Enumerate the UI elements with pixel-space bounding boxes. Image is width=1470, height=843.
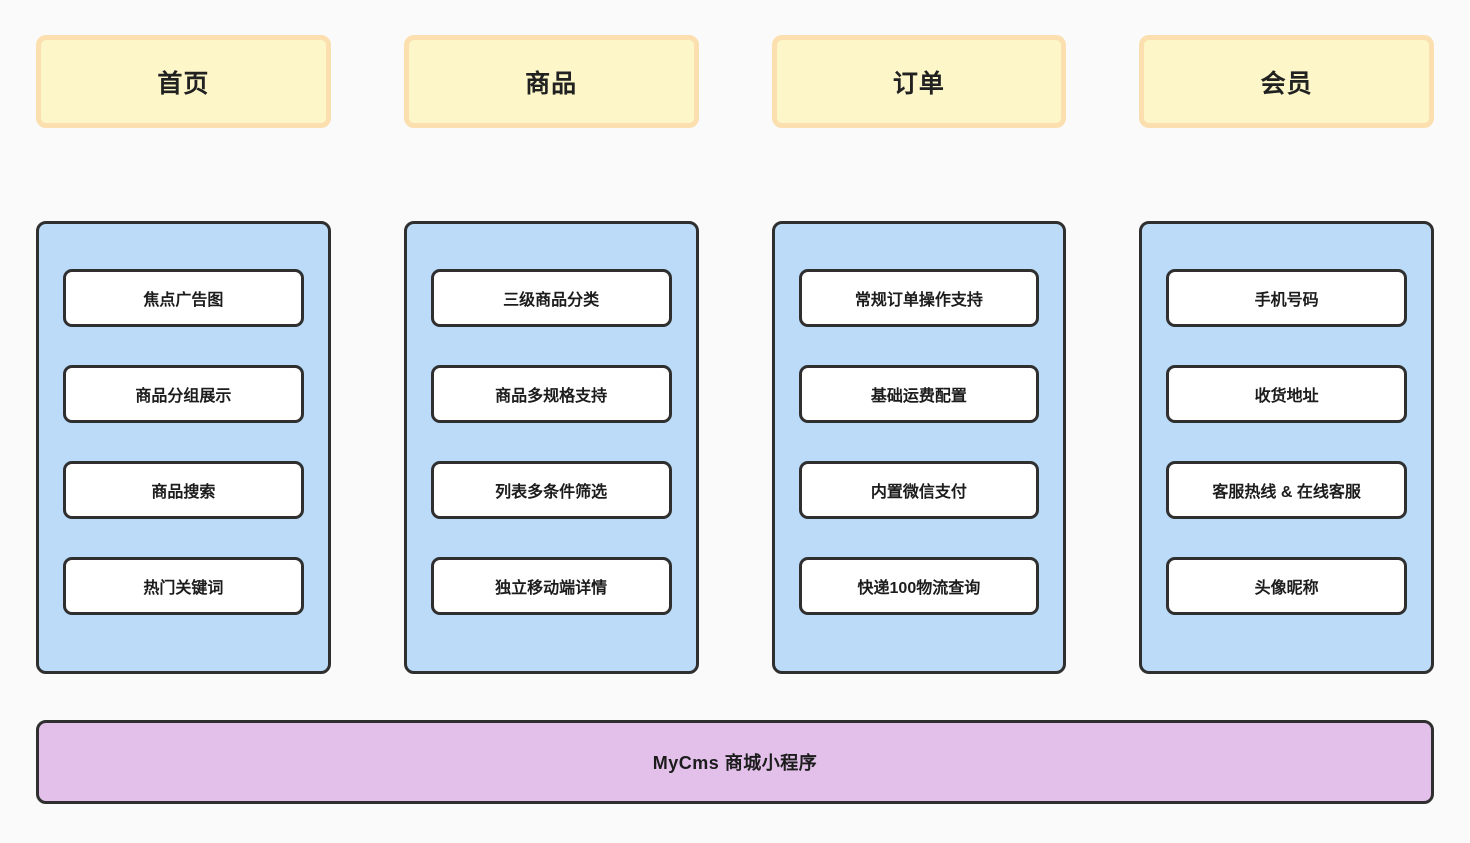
feature-box[interactable]: 独立移动端详情 [430, 557, 672, 615]
feature-label: 手机号码 [1254, 292, 1319, 309]
feature-label: 三级商品分类 [503, 292, 600, 309]
header-label-home: 首页 [157, 69, 210, 98]
feature-box[interactable]: 客服热线 & 在线客服 [1166, 461, 1407, 519]
header-box-home[interactable]: 首页 [36, 35, 331, 128]
column-order: 常规订单操作支持 基础运费配置 内置微信支付 快递100物流查询 [771, 221, 1067, 674]
feature-box[interactable]: 基础运费配置 [798, 365, 1040, 423]
feature-label: 常规订单操作支持 [854, 292, 983, 309]
feature-label: 客服热线 & 在线客服 [1212, 484, 1361, 501]
column-home: 焦点广告图 商品分组展示 商品搜索 热门关键词 [36, 221, 331, 674]
columns-row: 焦点广告图 商品分组展示 商品搜索 热门关键词 三级商品分类 商品多规格支持 列… [36, 221, 1434, 674]
feature-label: 内置微信支付 [870, 484, 967, 501]
feature-label: 列表多条件筛选 [495, 484, 608, 501]
feature-box[interactable]: 商品分组展示 [63, 365, 304, 423]
feature-label: 商品搜索 [151, 484, 216, 501]
feature-box[interactable]: 手机号码 [1166, 269, 1407, 327]
feature-label: 基础运费配置 [870, 388, 967, 405]
feature-box[interactable]: 焦点广告图 [63, 269, 304, 327]
feature-box[interactable]: 商品多规格支持 [430, 365, 672, 423]
feature-box[interactable]: 热门关键词 [63, 557, 304, 615]
footer-label: MyCms 商城小程序 [652, 753, 818, 773]
feature-label: 头像昵称 [1254, 580, 1319, 597]
feature-box[interactable]: 商品搜索 [63, 461, 304, 519]
header-label-order: 订单 [892, 69, 945, 98]
feature-label: 快递100物流查询 [857, 580, 981, 597]
feature-box[interactable]: 头像昵称 [1166, 557, 1407, 615]
header-label-product: 商品 [525, 69, 578, 98]
feature-box[interactable]: 列表多条件筛选 [430, 461, 672, 519]
feature-box[interactable]: 快递100物流查询 [798, 557, 1040, 615]
feature-label: 独立移动端详情 [495, 580, 608, 597]
header-box-member[interactable]: 会员 [1139, 35, 1434, 128]
feature-box[interactable]: 三级商品分类 [430, 269, 672, 327]
feature-label: 焦点广告图 [143, 292, 224, 309]
footer-bar[interactable]: MyCms 商城小程序 [36, 720, 1434, 804]
feature-label: 收货地址 [1254, 388, 1319, 405]
header-box-product[interactable]: 商品 [403, 35, 699, 128]
feature-box[interactable]: 内置微信支付 [798, 461, 1040, 519]
header-row: 首页 商品 订单 会员 [36, 35, 1434, 128]
feature-label: 商品多规格支持 [495, 388, 608, 405]
feature-label: 热门关键词 [143, 580, 224, 597]
feature-box[interactable]: 收货地址 [1166, 365, 1407, 423]
header-label-member: 会员 [1260, 69, 1313, 98]
feature-box[interactable]: 常规订单操作支持 [798, 269, 1040, 327]
feature-label: 商品分组展示 [135, 388, 232, 405]
header-box-order[interactable]: 订单 [771, 35, 1067, 128]
column-product: 三级商品分类 商品多规格支持 列表多条件筛选 独立移动端详情 [403, 221, 699, 674]
column-member: 手机号码 收货地址 客服热线 & 在线客服 头像昵称 [1139, 221, 1434, 674]
